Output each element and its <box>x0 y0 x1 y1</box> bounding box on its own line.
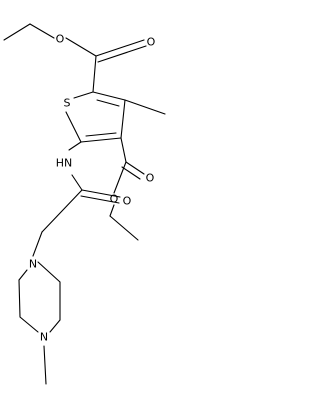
bond-pip-n4-c5 <box>19 316 39 333</box>
bond-carbonyl-mid-double-a <box>125 161 145 175</box>
atom-n-piperazine-1: N <box>29 258 37 271</box>
bond-ring-c5-c4-inner <box>85 132 117 137</box>
atom-o-ester-mid-single: O <box>110 193 119 206</box>
bond-carbonyl-ch2 <box>41 189 83 233</box>
atom-o-amide: O <box>123 195 132 208</box>
bond-ring-c4-c3 <box>120 99 126 139</box>
bond-ethyl-mid-ch2-ch3 <box>109 215 139 241</box>
atom-o-ester-top-double: O <box>147 36 156 49</box>
bond-carbonyl-top-ring <box>92 55 97 93</box>
bond-ring-methyl <box>124 99 166 115</box>
atom-nh-amide: HN <box>56 157 73 170</box>
bond-o-carbonyl-top <box>65 37 97 57</box>
atom-sulfur: S <box>64 97 71 110</box>
bond-ring-c5-c4 <box>80 137 122 143</box>
bond-ethyl-top-ch2-o <box>29 23 55 39</box>
bond-carbonyl-mid-o <box>113 161 127 194</box>
atom-o-ester-mid-double: O <box>146 172 155 185</box>
bond-ring-c3-c2-inner <box>96 99 120 107</box>
bond-nh-carbonyl <box>71 174 83 191</box>
bond-carbonyl-top-double-a <box>95 39 145 57</box>
structure-canvas: O O S HN O O O N N <box>3 23 166 385</box>
bond-carbonyl-mid-double-b <box>121 166 141 180</box>
bond-pip-n1-c2 <box>37 261 61 283</box>
bond-pip-c3-n4 <box>49 319 61 333</box>
bond-pip-c5-c6 <box>18 279 21 318</box>
bond-amide-double-b <box>80 195 120 204</box>
bonds <box>3 23 166 385</box>
bond-o-ch2-mid <box>109 204 115 217</box>
bond-ring-s-c5 <box>65 111 82 143</box>
atom-labels: O O S HN O O O N N <box>29 33 156 344</box>
bond-ring-carbonyl-mid <box>120 137 127 163</box>
bond-ch2-n-pip <box>32 231 43 257</box>
atom-n-piperazine-4: N <box>40 331 48 344</box>
bond-ring-c3-c2 <box>92 91 126 101</box>
molecule-diagram: O O S HN O O O N N <box>3 23 166 385</box>
bond-n-methyl <box>43 345 47 385</box>
bond-carbonyl-top-double-b <box>97 45 147 63</box>
bond-ring-nh <box>68 141 82 151</box>
atom-o-ester-top-single: O <box>56 33 65 46</box>
bond-amide-double-a <box>81 189 121 198</box>
bond-pip-c6-n1 <box>18 269 28 281</box>
bond-ring-c2-s <box>73 91 94 99</box>
bond-ethyl-top-ch3-ch2 <box>3 23 31 41</box>
